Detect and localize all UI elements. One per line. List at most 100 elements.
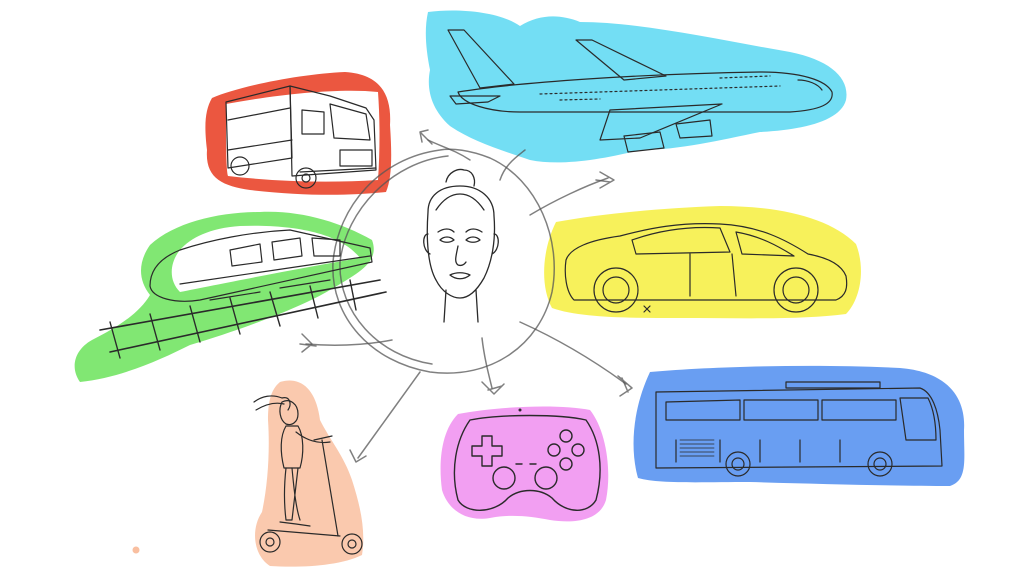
controller-button-top	[559, 429, 573, 443]
face-circle-stroke-2	[339, 155, 449, 365]
rider-torso	[280, 425, 304, 469]
airplane-upper-wing	[575, 39, 667, 81]
car-body	[564, 223, 848, 301]
controller-dot	[518, 408, 522, 412]
airplane-highlight	[425, 10, 847, 163]
car-front-wheel	[773, 267, 819, 313]
train-bogies	[209, 279, 331, 301]
scooter-rear-wheel-hub	[265, 537, 275, 547]
airplane-cockpit	[797, 79, 823, 91]
scooter-stem	[321, 439, 339, 537]
train-sleepers	[109, 279, 357, 359]
bus-drawing	[655, 381, 943, 477]
car-rear-wheel-hub	[602, 276, 630, 304]
bus-rear-wheel-hub	[731, 457, 745, 471]
left-eye	[439, 236, 455, 243]
truck-cargo-lines	[227, 107, 293, 151]
arrow-to-train	[305, 339, 393, 346]
controller-button-bottom	[559, 457, 573, 471]
controller-drawing	[453, 408, 601, 511]
controller-left-stick	[492, 466, 516, 490]
car-drawing	[564, 223, 848, 313]
rider-arm	[295, 431, 331, 444]
controller-dpad	[471, 435, 503, 467]
truck-drawing	[225, 85, 377, 189]
nose	[455, 245, 467, 267]
right-ear	[491, 233, 499, 255]
train-highlight	[74, 211, 374, 382]
arrow-to-plane	[499, 149, 526, 181]
airplane-main-wing	[599, 103, 723, 141]
bus-rear-wheel	[725, 451, 751, 477]
truck-highlight	[205, 72, 392, 195]
train-stripe	[179, 255, 371, 285]
bus-grille	[679, 439, 715, 457]
controller-button-right	[571, 443, 585, 457]
train-nose	[149, 229, 373, 302]
scooter-paint-dot	[132, 546, 140, 554]
controller-button-left	[547, 443, 561, 457]
arrow-to-scooter-head	[349, 449, 367, 463]
truck-rear-wheel	[230, 156, 250, 176]
car-front-wheel-hub	[782, 276, 810, 304]
pencil-connector-layer	[299, 129, 633, 463]
train-rails	[99, 279, 387, 353]
airplane-windows	[539, 75, 781, 101]
scooter-highlight	[255, 380, 364, 567]
arrow-to-controller-head	[481, 381, 505, 395]
head-outline	[426, 185, 496, 299]
right-eye	[465, 236, 481, 243]
airplane-engine-2	[675, 119, 713, 139]
rider-head	[279, 400, 299, 426]
car-rear-wheel	[593, 267, 639, 313]
airplane-tail-plane	[449, 95, 501, 105]
rider-shoes	[279, 521, 311, 527]
arrow-to-bus	[519, 321, 627, 385]
airplane-engine-1	[623, 131, 665, 153]
rider-legs	[283, 467, 301, 521]
airplane-fuselage	[457, 71, 833, 113]
car-mark	[643, 305, 651, 313]
truck-front-wheel-hub	[301, 173, 311, 183]
right-brow	[465, 228, 483, 233]
arrow-to-truck-head	[419, 129, 433, 145]
car-roof-windows	[631, 226, 795, 257]
face-sketch	[423, 168, 499, 323]
car-highlight	[544, 206, 861, 319]
arrow-to-scooter	[357, 371, 421, 459]
bus-body	[655, 387, 943, 469]
truck-windshield	[329, 103, 371, 141]
train-windows	[229, 237, 341, 267]
left-ear	[423, 233, 431, 255]
arrow-to-car	[529, 177, 609, 216]
car-door-line	[689, 253, 737, 297]
truck-front-wheel	[295, 167, 317, 189]
truck-grille	[339, 149, 373, 167]
scooter-rear-wheel	[259, 531, 281, 553]
bus-front-wheel-hub	[873, 457, 887, 471]
face-circle-stroke	[332, 148, 555, 374]
bus-front-wheel	[867, 451, 893, 477]
scooter-front-wheel-hub	[347, 539, 357, 549]
train-drawing	[99, 229, 387, 359]
neck	[443, 289, 479, 323]
arrow-to-car-head	[595, 171, 615, 189]
bus-luggage-doors	[675, 439, 841, 463]
scooter-rider-drawing	[253, 395, 363, 555]
hair-bun	[445, 168, 476, 187]
scooter-deck	[267, 529, 341, 537]
airplane-tail-fin	[447, 29, 515, 89]
truck-side-window	[301, 109, 325, 135]
arrow-to-bus-head	[617, 375, 633, 397]
mouth	[449, 272, 471, 280]
highlight-layer	[74, 10, 965, 567]
arrow-to-controller	[481, 337, 493, 389]
bus-windows	[665, 399, 897, 421]
bus-highlight	[633, 365, 965, 486]
airplane-drawing	[447, 29, 833, 153]
arrow-to-truck	[427, 139, 471, 161]
truck-cab	[289, 85, 377, 177]
scooter-front-wheel	[341, 533, 363, 555]
scooter-handlebar	[313, 435, 333, 441]
bus-roof-unit	[785, 381, 881, 389]
